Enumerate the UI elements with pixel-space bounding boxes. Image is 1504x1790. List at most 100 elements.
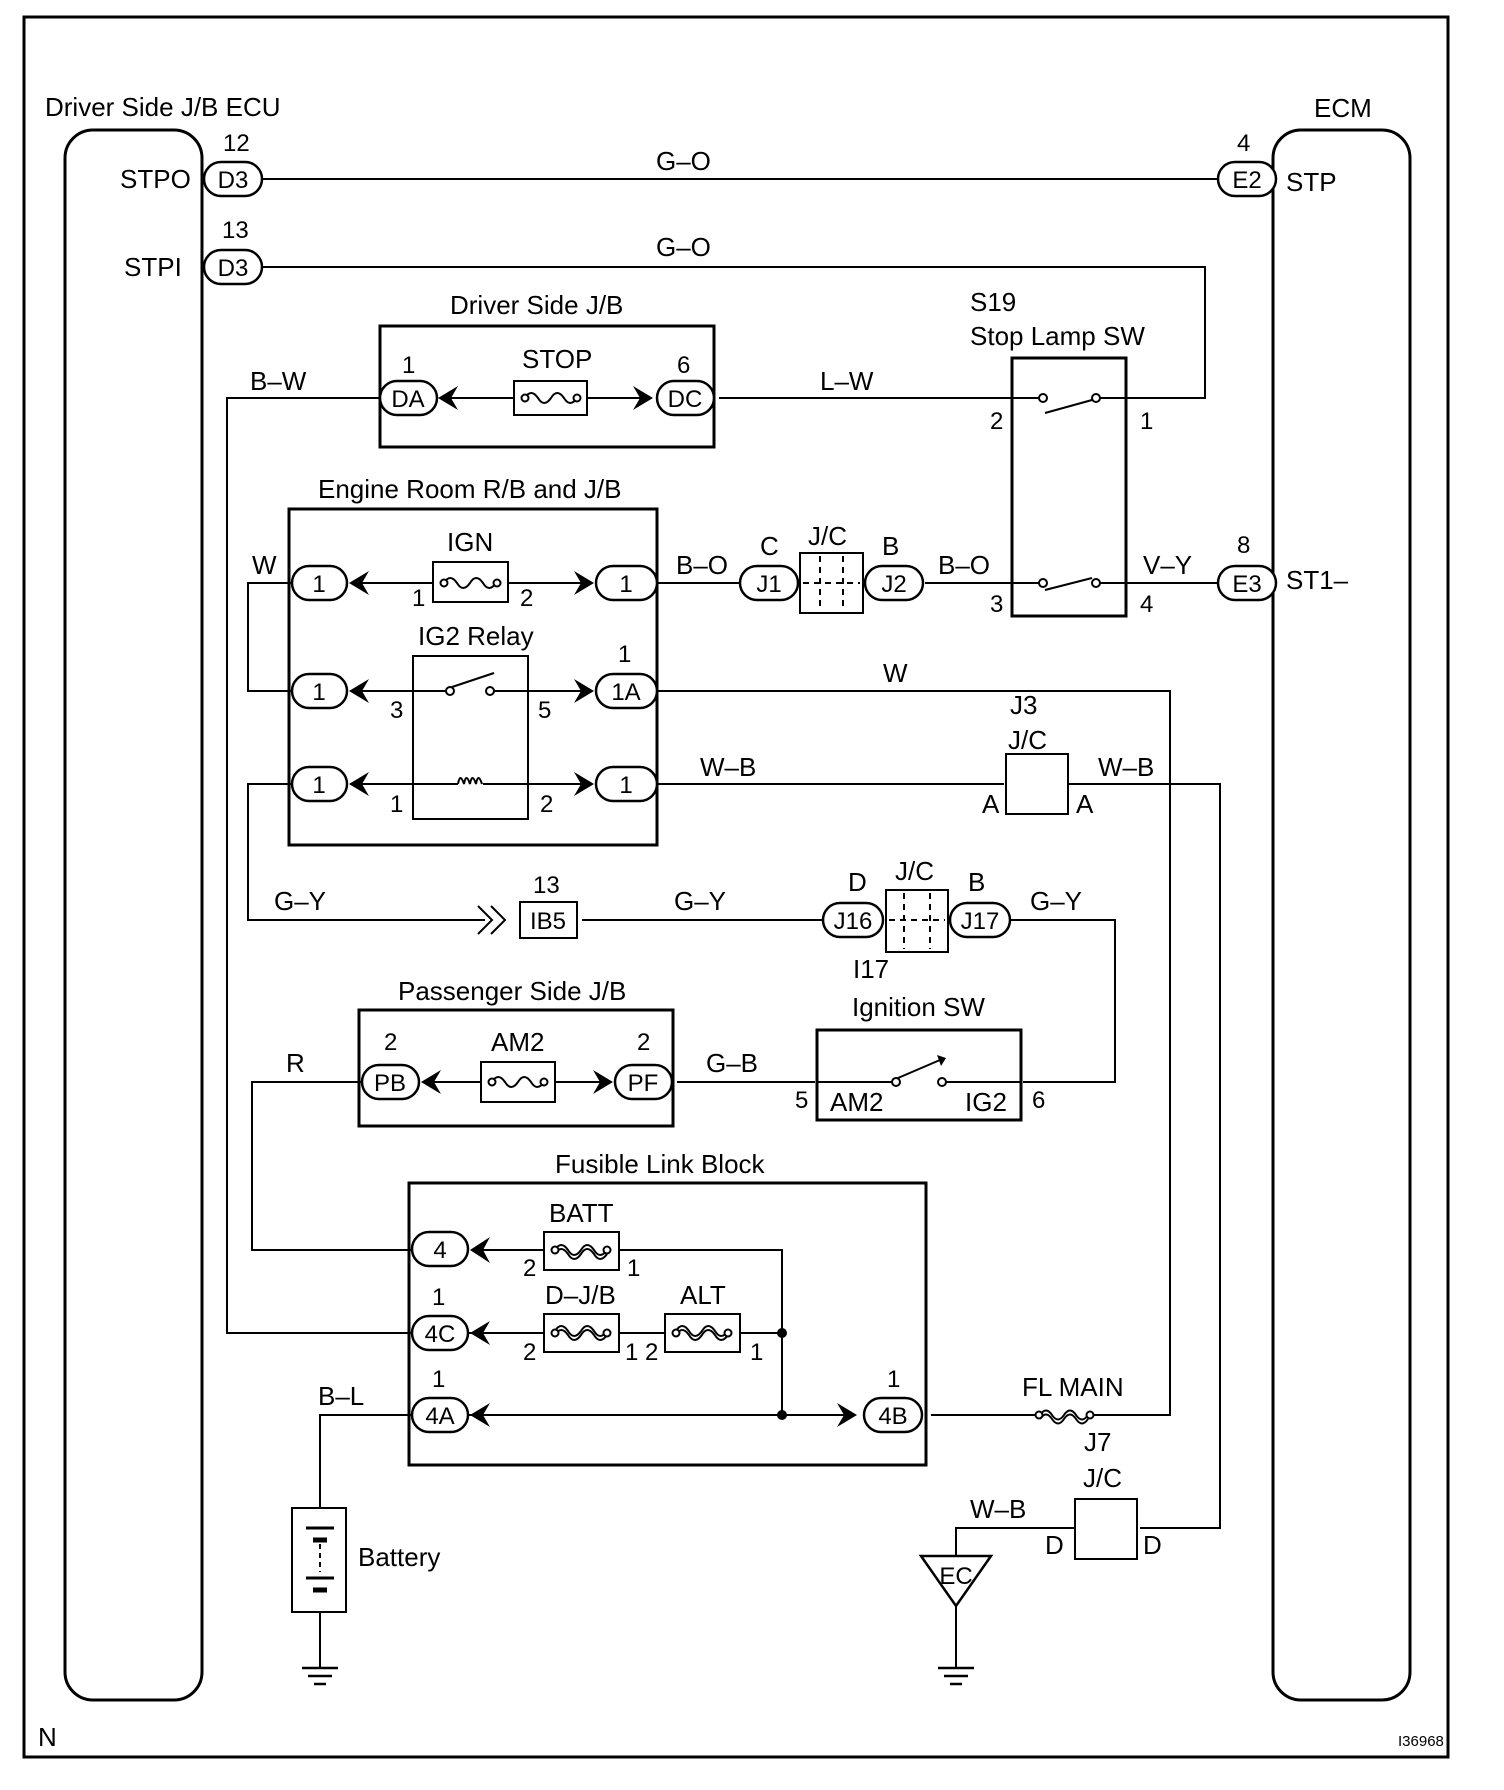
wire-label: G–O bbox=[656, 232, 711, 262]
svg-text:J/C: J/C bbox=[895, 856, 934, 886]
svg-text:4C: 4C bbox=[425, 1321, 456, 1348]
fuse-stop: STOP bbox=[513, 344, 592, 416]
driver-side-jb-title: Driver Side J/B bbox=[450, 290, 623, 320]
svg-text:PF: PF bbox=[628, 1070, 659, 1097]
wire-label: W–B bbox=[1098, 752, 1154, 782]
svg-text:1A: 1A bbox=[611, 679, 640, 706]
wire-label: G–Y bbox=[274, 886, 326, 916]
svg-text:IGN: IGN bbox=[447, 527, 493, 557]
svg-text:3: 3 bbox=[390, 697, 403, 724]
wire-labels: G–O G–O B–W L–W W B–O B–O V–Y W W–B W–B … bbox=[250, 146, 1192, 1524]
fuse-am2: AM2 bbox=[480, 1027, 556, 1103]
junction-connector-j7: J7 J/C D D bbox=[1045, 1427, 1162, 1560]
fuse-batt: BATT 2 1 bbox=[523, 1198, 640, 1282]
svg-text:1: 1 bbox=[402, 352, 415, 379]
svg-text:1: 1 bbox=[627, 1255, 640, 1282]
battery-label: Battery bbox=[358, 1542, 440, 1572]
wire-label: G–Y bbox=[1030, 886, 1082, 916]
connector-ib5: IB5 13 bbox=[477, 872, 578, 939]
svg-text:4B: 4B bbox=[878, 1403, 907, 1430]
svg-text:D3: D3 bbox=[218, 255, 249, 282]
connector-d3-stpo: D3 12 bbox=[202, 130, 264, 198]
svg-text:J16: J16 bbox=[834, 908, 873, 935]
svg-text:E3: E3 bbox=[1232, 571, 1261, 598]
fuse-djb: D–J/B 2 1 bbox=[523, 1280, 638, 1366]
ignition-code: I17 bbox=[853, 954, 889, 984]
driver-jb-ecu: Driver Side J/B ECU STPO STPI bbox=[45, 92, 281, 1702]
svg-text:4A: 4A bbox=[425, 1403, 454, 1430]
svg-text:12: 12 bbox=[223, 130, 250, 157]
junction-connector-j3: J3 J/C A A bbox=[982, 690, 1094, 819]
figure-id: I36968 bbox=[1398, 1733, 1444, 1750]
svg-text:AM2: AM2 bbox=[491, 1027, 544, 1057]
svg-text:B: B bbox=[882, 531, 899, 561]
fusible-link-block: Fusible Link Block 4 4C 1 4A 1 4B 1 BATT… bbox=[407, 1149, 928, 1467]
svg-text:J1: J1 bbox=[756, 571, 781, 598]
ig2-terminal: IG2 bbox=[965, 1087, 1007, 1117]
svg-text:2: 2 bbox=[637, 1029, 650, 1056]
wire-label: W–B bbox=[700, 752, 756, 782]
st1-label: ST1– bbox=[1286, 565, 1349, 595]
ecm-title: ECM bbox=[1314, 93, 1372, 123]
svg-text:1: 1 bbox=[625, 1339, 638, 1366]
stpo-label: STPO bbox=[120, 164, 191, 194]
ground-symbol-battery bbox=[302, 1666, 338, 1686]
engine-room-rb-jb: Engine Room R/B and J/B 1 1 1 1 1A 1 1 I bbox=[287, 474, 659, 847]
svg-text:1: 1 bbox=[432, 1284, 445, 1311]
passenger-side-jb: Passenger Side J/B PB 2 PF 2 AM2 bbox=[357, 976, 675, 1128]
svg-text:STOP: STOP bbox=[522, 344, 592, 374]
svg-text:FL MAIN: FL MAIN bbox=[1022, 1372, 1124, 1402]
wire-label: R bbox=[286, 1048, 305, 1078]
svg-text:2: 2 bbox=[384, 1029, 397, 1056]
wires bbox=[226, 178, 1221, 1668]
am2-terminal: AM2 bbox=[830, 1087, 883, 1117]
diagram-frame bbox=[22, 15, 1450, 1759]
svg-text:E2: E2 bbox=[1232, 167, 1261, 194]
svg-text:A: A bbox=[982, 789, 1000, 819]
svg-text:2: 2 bbox=[990, 408, 1003, 435]
svg-text:J/C: J/C bbox=[1083, 1463, 1122, 1493]
connector-e3: E3 8 bbox=[1216, 532, 1278, 602]
wire-label: W bbox=[252, 550, 277, 580]
battery: Battery bbox=[291, 1507, 440, 1613]
svg-text:D–J/B: D–J/B bbox=[545, 1280, 616, 1310]
fuse-fl-main: FL MAIN bbox=[1022, 1372, 1124, 1425]
wire-label: G–B bbox=[706, 1048, 758, 1078]
svg-text:1: 1 bbox=[887, 1366, 900, 1393]
svg-text:J7: J7 bbox=[1084, 1427, 1111, 1457]
svg-text:1: 1 bbox=[390, 791, 403, 818]
junction-connector-j16-j17: J/C J16 D J17 B bbox=[821, 856, 1012, 953]
svg-text:13: 13 bbox=[222, 217, 249, 244]
fusible-title: Fusible Link Block bbox=[555, 1149, 766, 1179]
svg-text:6: 6 bbox=[677, 352, 690, 379]
svg-text:J/C: J/C bbox=[1008, 725, 1047, 755]
svg-text:DA: DA bbox=[391, 386, 424, 413]
stop-lamp-title: Stop Lamp SW bbox=[970, 321, 1145, 351]
svg-text:BATT: BATT bbox=[549, 1198, 614, 1228]
svg-text:J2: J2 bbox=[881, 571, 906, 598]
stpi-label: STPI bbox=[124, 252, 182, 282]
ig2-relay: IG2 Relay 3 5 1 2 bbox=[362, 621, 581, 820]
ignition-switch: I17 Ignition SW AM2 IG2 5 6 bbox=[795, 954, 1045, 1122]
stop-lamp-switch: S19 Stop Lamp SW 2 1 3 4 bbox=[970, 287, 1153, 618]
svg-text:6: 6 bbox=[1032, 1087, 1045, 1114]
svg-text:C: C bbox=[760, 531, 779, 561]
wire-label: B–L bbox=[318, 1381, 364, 1411]
wire-label: G–Y bbox=[674, 886, 726, 916]
wire-label: B–W bbox=[250, 366, 307, 396]
ignition-title: Ignition SW bbox=[852, 992, 985, 1022]
connector-d3-stpi: D3 13 bbox=[202, 217, 264, 286]
junction-dot-alt bbox=[777, 1328, 787, 1338]
svg-text:ALT: ALT bbox=[680, 1280, 726, 1310]
driver-jb-ecu-title: Driver Side J/B ECU bbox=[45, 92, 281, 122]
driver-side-jb: Driver Side J/B DA 1 DC 6 STOP bbox=[378, 290, 716, 449]
svg-text:5: 5 bbox=[795, 1087, 808, 1114]
svg-text:PB: PB bbox=[374, 1070, 406, 1097]
svg-text:2: 2 bbox=[520, 585, 533, 612]
stop-lamp-code: S19 bbox=[970, 287, 1016, 317]
svg-text:B: B bbox=[968, 867, 985, 897]
svg-text:1: 1 bbox=[619, 571, 632, 598]
svg-text:13: 13 bbox=[533, 872, 560, 899]
svg-text:D: D bbox=[1045, 1530, 1064, 1560]
